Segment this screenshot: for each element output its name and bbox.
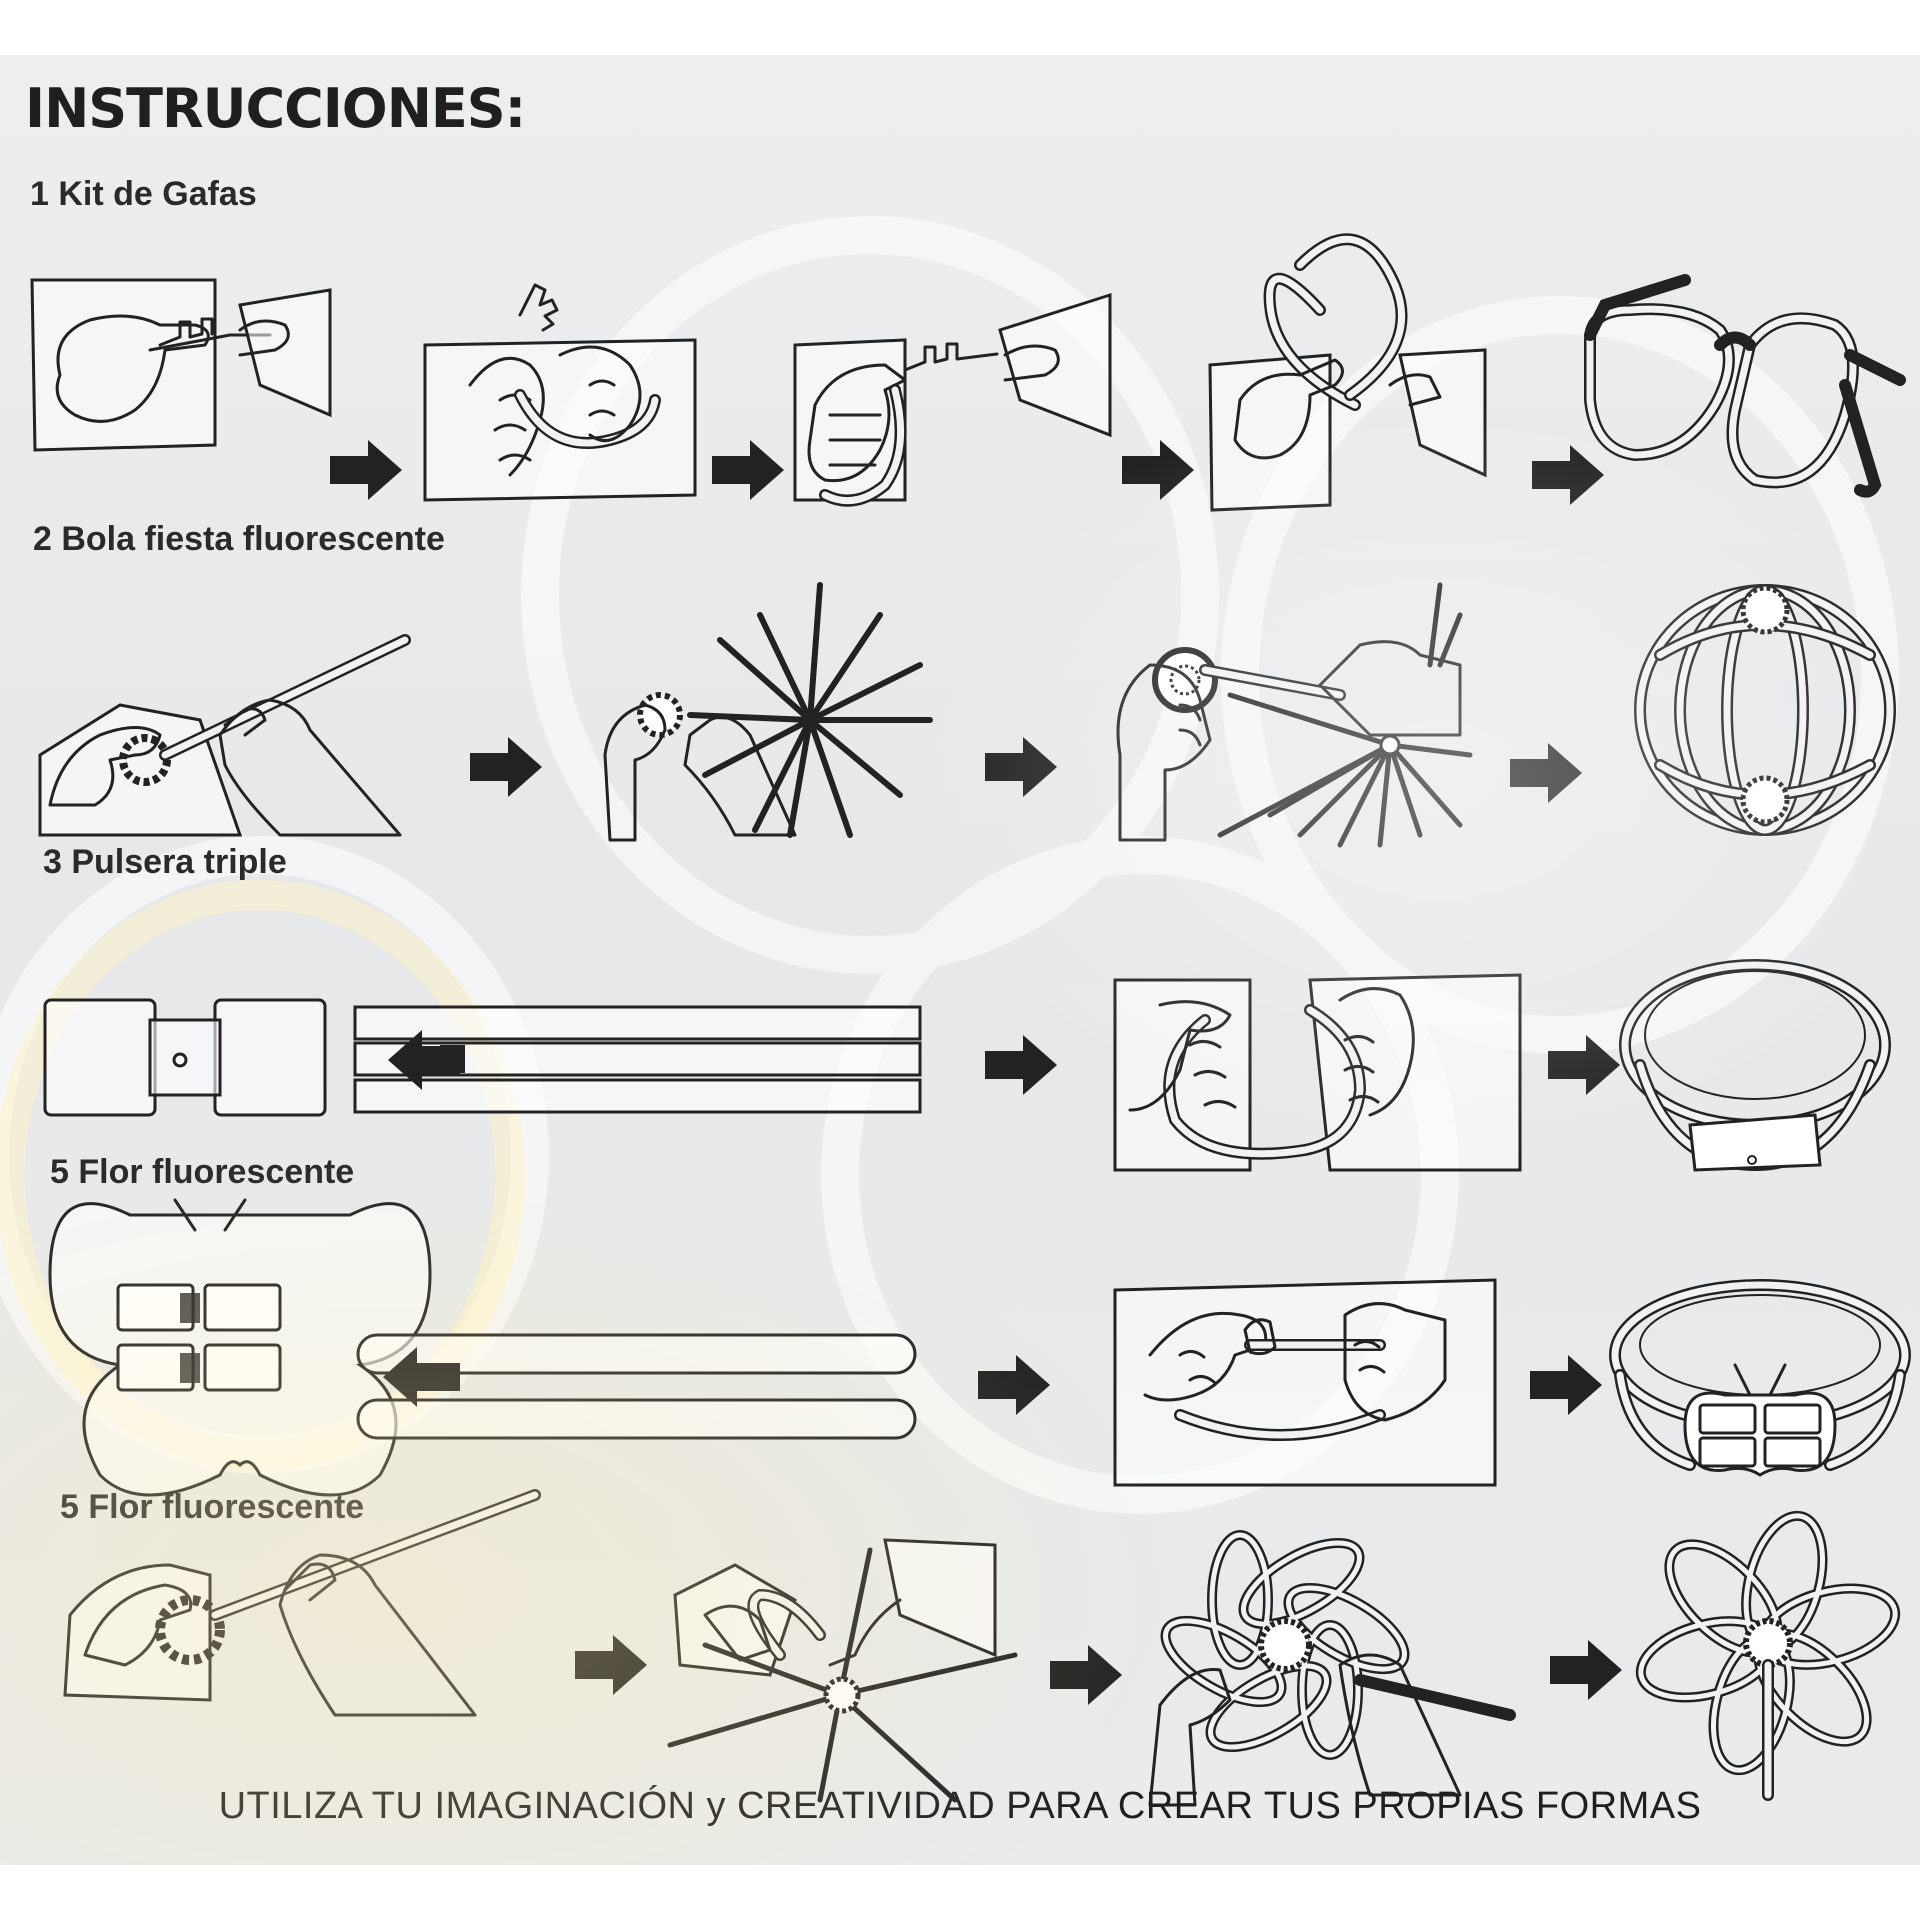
glasses-step-2 bbox=[423, 283, 697, 502]
bracelet-step-2 bbox=[1113, 973, 1522, 1172]
arrow-right-icon bbox=[1548, 1035, 1620, 1095]
arrow-right-icon bbox=[1530, 1355, 1602, 1415]
flower-icon bbox=[1635, 1510, 1901, 1801]
arrow-right-icon bbox=[330, 440, 402, 500]
bracelet-sticks-icon bbox=[353, 1005, 922, 1114]
section-title-butterfly: 5 Flor fluorescente bbox=[50, 1153, 355, 1191]
glasses-step-4 bbox=[1208, 233, 1487, 512]
section-title-bracelet: 3 Pulsera triple bbox=[43, 843, 287, 881]
section-title-glasses: 1 Kit de Gafas bbox=[30, 175, 257, 213]
flower-step-1 bbox=[63, 1489, 541, 1717]
flower-step-2 bbox=[667, 1538, 1018, 1803]
flower-step-3 bbox=[1148, 1530, 1516, 1807]
arrow-right-icon bbox=[985, 737, 1057, 797]
butterfly-sticks-icon bbox=[356, 1333, 917, 1440]
arrow-right-icon bbox=[978, 1355, 1050, 1415]
ball-step-2 bbox=[603, 582, 933, 842]
arrow-right-icon bbox=[1550, 1640, 1622, 1700]
glasses-result-icon bbox=[1584, 274, 1906, 498]
arrow-right-icon bbox=[712, 440, 784, 500]
glasses-step-3 bbox=[793, 292, 1112, 507]
bracelet-icon bbox=[1619, 959, 1891, 1172]
instruction-sheet: INSTRUCCIONES: 1 Kit de Gafas 2 Bola fie… bbox=[0, 55, 1920, 1865]
ball-step-1 bbox=[38, 634, 411, 837]
butterfly-bracelet-icon bbox=[1609, 1279, 1911, 1477]
page-title: INSTRUCCIONES: bbox=[25, 77, 526, 140]
butterfly-step-2 bbox=[1113, 1278, 1497, 1487]
footer-text: UTILIZA TU IMAGINACIÓN y CREATIVIDAD PAR… bbox=[218, 1785, 1702, 1827]
arrow-right-icon bbox=[1510, 743, 1582, 803]
arrow-right-icon bbox=[575, 1635, 647, 1695]
arrow-right-icon bbox=[470, 737, 542, 797]
bracelet-connector-icon bbox=[43, 998, 327, 1117]
arrow-right-icon bbox=[1122, 440, 1194, 500]
glow-ball-icon bbox=[1634, 584, 1896, 836]
glasses-step-1 bbox=[30, 278, 332, 452]
butterfly-connector-icon bbox=[48, 1198, 432, 1497]
section-title-ball: 2 Bola fiesta fluorescente bbox=[33, 520, 445, 558]
instruction-illustrations bbox=[30, 233, 1911, 1807]
arrow-right-icon bbox=[1532, 445, 1604, 505]
ball-step-3 bbox=[1116, 582, 1473, 848]
arrow-right-icon bbox=[985, 1035, 1057, 1095]
arrow-right-icon bbox=[1050, 1645, 1122, 1705]
